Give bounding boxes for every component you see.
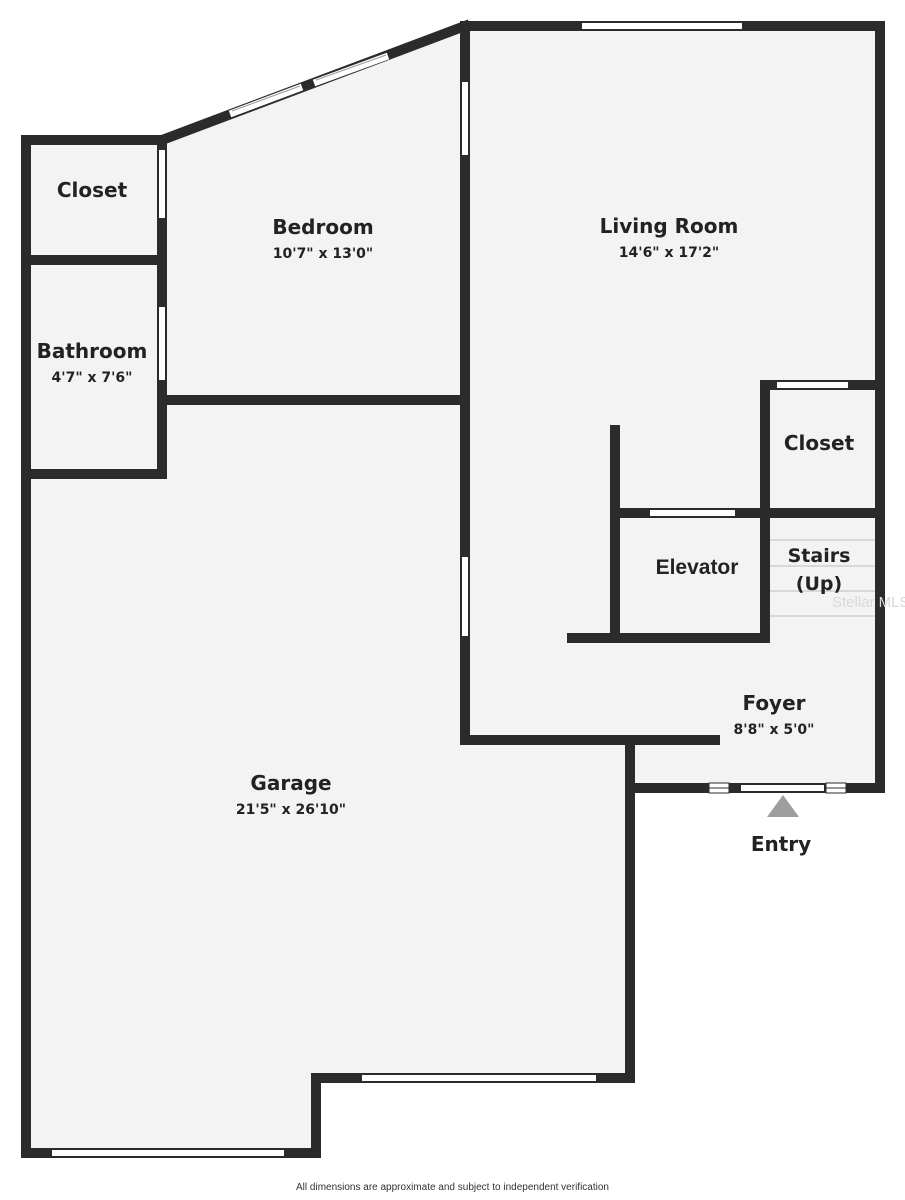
garage-name: Garage (250, 771, 331, 795)
bathroom-dims: 4'7" x 7'6" (52, 370, 133, 386)
floor-area (26, 26, 880, 1153)
foyer-dims: 8'8" x 5'0" (734, 722, 815, 738)
openings (52, 23, 848, 1156)
bathroom-name: Bathroom (37, 339, 148, 363)
stairs-name-line1: Stairs (788, 545, 851, 567)
foyer-name: Foyer (742, 691, 805, 715)
living-room-dims: 14'6" x 17'2" (619, 245, 719, 261)
stairs-name-line2: (Up) (796, 573, 842, 595)
entry-arrow-icon (767, 795, 799, 817)
closet-left-name: Closet (57, 178, 128, 202)
entry-sidelights (708, 782, 847, 794)
living-room-name: Living Room (600, 214, 739, 238)
garage-dims: 21'5" x 26'10" (236, 802, 346, 818)
stairs-treads (770, 539, 875, 617)
elevator-name: Elevator (656, 556, 739, 579)
bedroom-dims: 10'7" x 13'0" (273, 246, 373, 262)
watermark: Stellar MLS (832, 594, 905, 611)
bedroom-name: Bedroom (272, 215, 373, 239)
disclaimer: All dimensions are approximate and subje… (296, 1182, 609, 1193)
bedroom-windows (228, 52, 390, 118)
closet-right-name: Closet (784, 431, 855, 455)
entry-label: Entry (751, 832, 811, 856)
